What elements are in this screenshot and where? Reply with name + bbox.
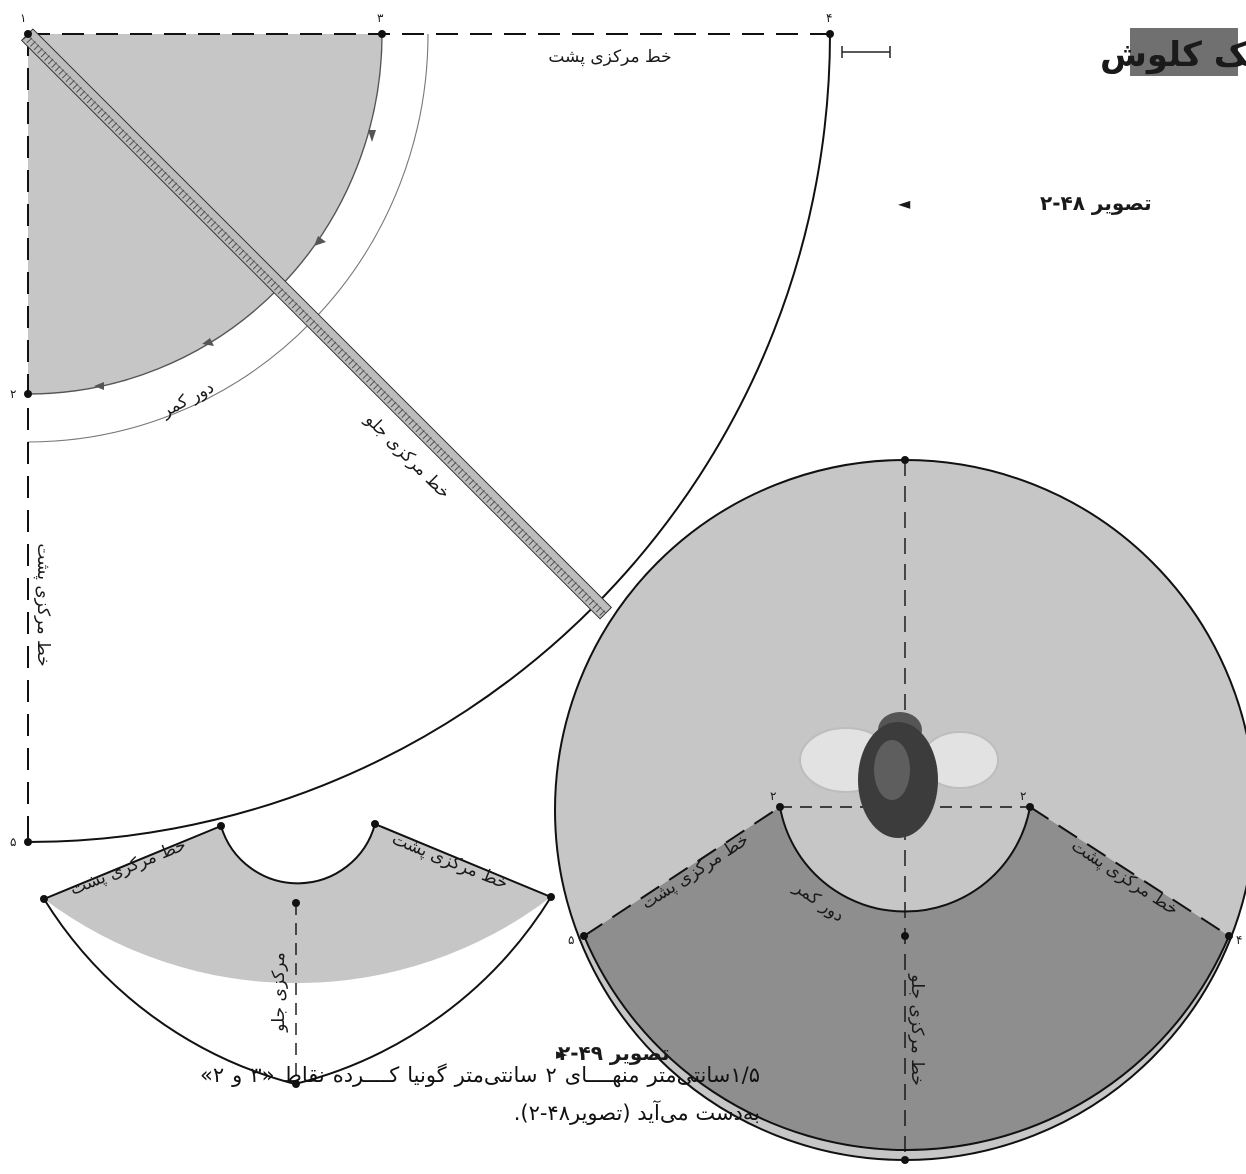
left-edge-label: خط مرکزی پشت (33, 543, 53, 666)
waist-label: دور کمر (157, 377, 217, 422)
hem-arc-front (583, 935, 1230, 1151)
figure-48-caption: تصویر ۴۸-۲ (1040, 191, 1152, 215)
half-circle-points (40, 820, 555, 1088)
right-hem-point-label: ۴ (1236, 933, 1242, 947)
front-sector-fill (584, 807, 1229, 1151)
top-edge-label: خط مرکزی پشت (548, 47, 671, 67)
left-waist-point-label: ۲ (770, 789, 776, 803)
right-seam-line (1029, 806, 1230, 937)
point-2-label: ۲ (10, 387, 16, 401)
right-waist-point-label: ۲ (1020, 789, 1026, 803)
half-left-seam (43, 825, 222, 900)
half-right-seam (374, 823, 552, 898)
figure-48-points (24, 30, 834, 846)
point-3-label: ۳ (377, 11, 384, 25)
body-paragraph: ۱/۵سانتی‌متر منهــــای ۲ سانتی‌متر گونیا… (200, 1063, 760, 1125)
point-4-label: ۴ (826, 11, 832, 25)
half-center-label: مرکزی جلو (269, 952, 289, 1033)
half-circle-waist (220, 823, 376, 885)
figure-49-points (580, 456, 1233, 1164)
figure-49-full-circle: ۲ ۲ ۵ ۴ خط مرکزی پشت خط مرکزی پشت دور کم… (554, 456, 1246, 1164)
point-5-label: ۵ (10, 835, 16, 849)
figure-48: ۱ ۳ ۴ ۲ ۵ خط مرکزی پشت خط مرکزی پشت دور … (10, 11, 834, 849)
page-title: دامن یک کلوش (1100, 35, 1246, 75)
caption-arrow-icon: ◄ (898, 194, 911, 213)
caption-arrow-icon-49: ► (556, 1045, 568, 1063)
left-seam-line (583, 806, 781, 937)
arc-arrows (94, 130, 376, 390)
figure-49-half-circle: خط مرکزی پشت خط مرکزی پشت مرکزی جلو (40, 820, 555, 1088)
header-accent-block (1130, 28, 1238, 76)
left-hem-point-label: ۵ (568, 933, 574, 947)
point-1-label: ۱ (20, 11, 26, 25)
center-front-label: خط مرکزی جلو (907, 973, 927, 1086)
bee-illustration (799, 712, 999, 838)
figure-49-caption: تصویر ۴۹-۲ (558, 1041, 670, 1065)
title-bracket (841, 46, 891, 58)
